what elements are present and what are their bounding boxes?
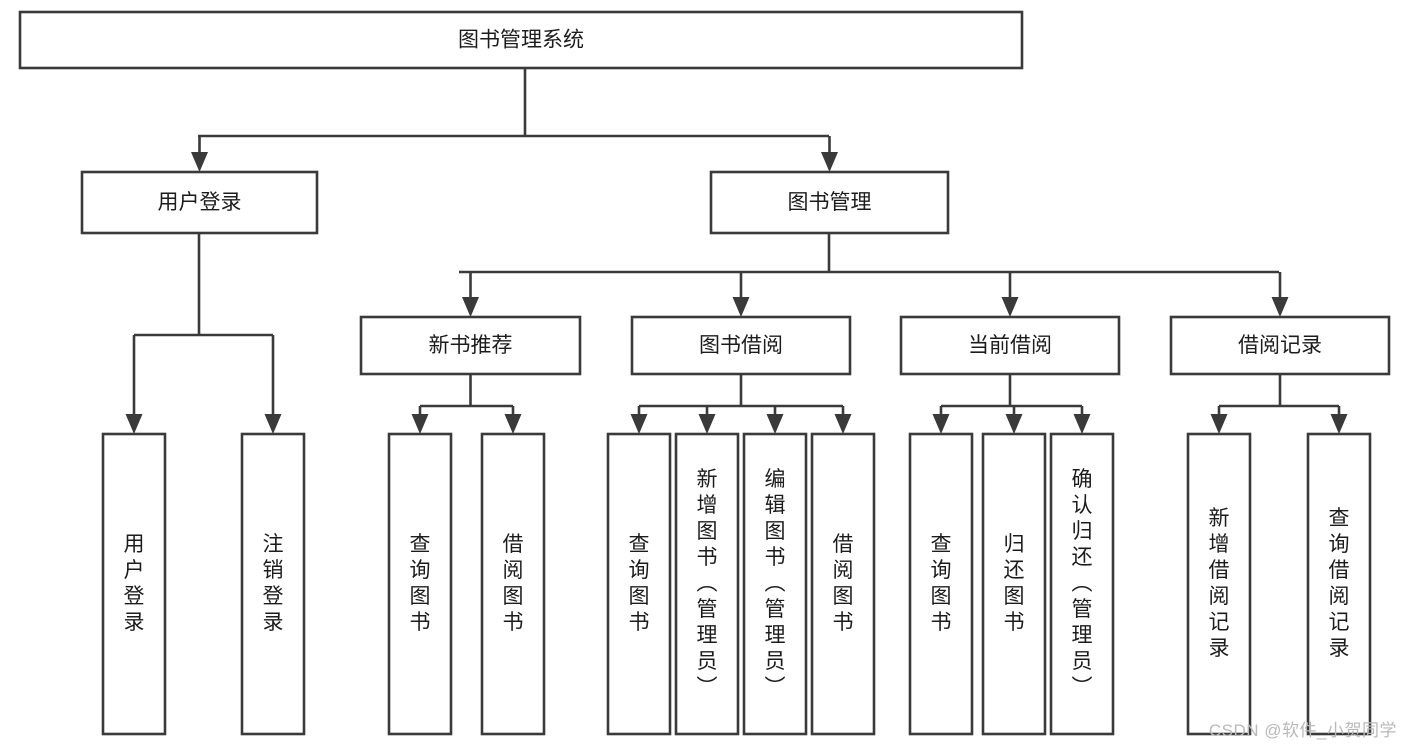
node-root-system[interactable]: 图书管理系统 (18, 10, 1024, 70)
node-leaf-user-login[interactable]: 用户登录 (101, 432, 167, 736)
node-box[interactable] (1186, 432, 1252, 736)
node-leaf-borrow-book-1[interactable]: 借阅图书 (480, 432, 546, 736)
node-leaf-query-book-2[interactable]: 查询图书 (606, 432, 672, 736)
arrow-down-icon (1330, 414, 1348, 434)
node-label: 新增图书︵管理员︶ (697, 468, 718, 699)
node-leaf-add-record[interactable]: 新增借阅记录 (1186, 432, 1252, 736)
node-box[interactable] (240, 432, 306, 736)
node-label: 借阅图书 (833, 533, 854, 634)
arrow-down-icon (698, 414, 716, 434)
node-label: 新书推荐 (429, 334, 513, 357)
node-label: 借阅记录 (1238, 334, 1322, 357)
node-book-borrow[interactable]: 图书借阅 (630, 315, 852, 376)
arrow-down-icon (834, 414, 852, 434)
node-leaf-logout[interactable]: 注销登录 (240, 432, 306, 736)
node-new-book-rec[interactable]: 新书推荐 (359, 315, 582, 376)
node-label: 查询图书 (629, 533, 650, 634)
node-layer: 图书管理系统用户登录图书管理新书推荐图书借阅当前借阅借阅记录用户登录注销登录查询… (18, 10, 1391, 736)
node-box[interactable] (742, 432, 808, 736)
node-box[interactable] (810, 432, 876, 736)
node-user-login[interactable]: 用户登录 (80, 170, 319, 235)
connector-layer (125, 68, 1348, 434)
arrow-down-icon (1001, 297, 1019, 317)
arrow-down-icon (1210, 414, 1228, 434)
arrow-down-icon (191, 152, 208, 172)
node-label: 查询借阅记录 (1329, 507, 1350, 660)
arrow-down-icon (264, 414, 282, 434)
node-box[interactable] (981, 432, 1047, 736)
node-label: 编辑图书︵管理员︶ (765, 468, 786, 699)
node-box[interactable] (908, 432, 974, 736)
node-box[interactable] (1049, 432, 1115, 736)
node-leaf-borrow-book-2[interactable]: 借阅图书 (810, 432, 876, 736)
node-box[interactable] (606, 432, 672, 736)
node-box[interactable] (899, 315, 1121, 376)
arrow-down-icon (411, 414, 429, 434)
arrow-down-icon (766, 414, 784, 434)
node-label: 查询图书 (410, 533, 431, 634)
node-label: 图书管理 (788, 191, 872, 214)
node-box[interactable] (359, 315, 582, 376)
arrow-down-icon (630, 414, 648, 434)
node-leaf-return-book[interactable]: 归还图书 (981, 432, 1047, 736)
node-box[interactable] (80, 170, 319, 235)
node-label: 图书借阅 (699, 334, 783, 357)
node-label: 图书管理系统 (458, 29, 584, 52)
node-box[interactable] (387, 432, 453, 736)
node-leaf-confirm-return[interactable]: 确认归还︵管理员︶ (1049, 432, 1115, 736)
arrow-down-icon (504, 414, 522, 434)
arrow-down-icon (1073, 414, 1091, 434)
node-leaf-query-book-1[interactable]: 查询图书 (387, 432, 453, 736)
node-box[interactable] (480, 432, 546, 736)
arrow-down-icon (732, 297, 750, 317)
arrow-down-icon (125, 414, 143, 434)
node-box[interactable] (1169, 315, 1391, 376)
node-label: 借阅图书 (503, 533, 524, 634)
node-leaf-add-book[interactable]: 新增图书︵管理员︶ (674, 432, 740, 736)
node-label: 当前借阅 (968, 334, 1052, 357)
node-label: 注销登录 (263, 533, 284, 634)
node-label: 归还图书 (1004, 533, 1025, 634)
node-box[interactable] (630, 315, 852, 376)
node-borrow-record[interactable]: 借阅记录 (1169, 315, 1391, 376)
node-label: 确认归还︵管理员︶ (1072, 468, 1093, 699)
node-label: 新增借阅记录 (1209, 507, 1230, 660)
node-box[interactable] (1306, 432, 1372, 736)
arrow-down-icon (1271, 297, 1289, 317)
node-leaf-edit-book[interactable]: 编辑图书︵管理员︶ (742, 432, 808, 736)
node-box[interactable] (18, 10, 1024, 70)
node-leaf-query-book-3[interactable]: 查询图书 (908, 432, 974, 736)
node-leaf-query-record[interactable]: 查询借阅记录 (1306, 432, 1372, 736)
arrow-down-icon (821, 152, 838, 172)
node-book-manage[interactable]: 图书管理 (709, 170, 950, 235)
node-label: 用户登录 (124, 533, 145, 634)
node-box[interactable] (101, 432, 167, 736)
node-box[interactable] (709, 170, 950, 235)
arrow-down-icon (462, 297, 479, 317)
arrow-down-icon (932, 414, 950, 434)
node-label: 查询图书 (931, 533, 952, 634)
node-current-borrow[interactable]: 当前借阅 (899, 315, 1121, 376)
node-label: 用户登录 (158, 191, 242, 214)
node-box[interactable] (674, 432, 740, 736)
arrow-down-icon (1005, 414, 1023, 434)
